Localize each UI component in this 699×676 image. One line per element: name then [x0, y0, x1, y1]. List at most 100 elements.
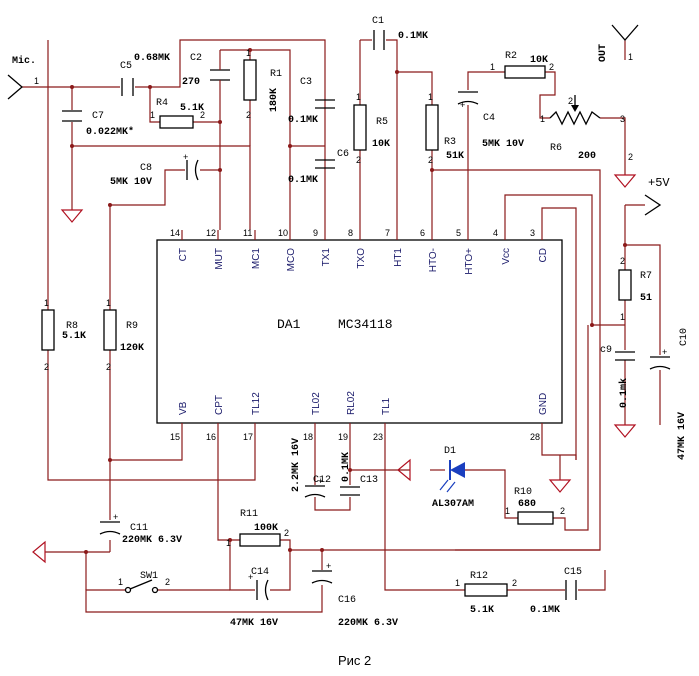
- chip-pin-name: MC1: [251, 248, 262, 270]
- svg-text:47MK 16V: 47MK 16V: [230, 618, 278, 629]
- wires: [22, 39, 661, 613]
- svg-text:2: 2: [356, 155, 361, 165]
- chip-pin-number: 14: [170, 228, 180, 238]
- chip-pin-number: 7: [385, 228, 390, 238]
- r6-body: [549, 110, 601, 126]
- svg-text:1: 1: [490, 62, 495, 72]
- mic-connector: Mic. 1: [7, 55, 39, 100]
- svg-text:51: 51: [640, 293, 652, 304]
- svg-text:+: +: [248, 572, 253, 582]
- svg-text:10K: 10K: [372, 139, 390, 150]
- svg-text:R8: R8: [66, 321, 78, 332]
- svg-text:2: 2: [512, 578, 517, 588]
- svg-text:+: +: [460, 100, 465, 110]
- chip-pin-number: 16: [206, 432, 216, 442]
- svg-text:5.1K: 5.1K: [62, 331, 86, 342]
- chip-pin-name: Vcc: [501, 248, 512, 265]
- svg-text:R7: R7: [640, 271, 652, 282]
- vplus-label: +5V: [648, 176, 670, 190]
- svg-text:+: +: [113, 512, 118, 522]
- svg-text:10K: 10K: [530, 55, 548, 66]
- vplus-connector: +5V: [644, 176, 670, 216]
- svg-text:R3: R3: [444, 137, 456, 148]
- svg-text:5.1K: 5.1K: [470, 605, 494, 616]
- r11-body: [239, 533, 281, 547]
- r5-body: [353, 104, 367, 151]
- chip-model: MC34118: [338, 317, 393, 332]
- svg-text:c9: c9: [600, 345, 612, 356]
- svg-text:5MK 10V: 5MK 10V: [482, 139, 524, 150]
- svg-text:2: 2: [568, 96, 573, 106]
- svg-text:2.2MK 16V: 2.2MK 16V: [291, 438, 302, 492]
- chip-pin-number: 17: [243, 432, 253, 442]
- svg-text:2: 2: [44, 362, 49, 372]
- svg-text:0.1MK: 0.1MK: [398, 31, 428, 42]
- out-connector: OUT 1 2: [598, 24, 639, 162]
- chip-pin-name: CT: [178, 248, 189, 261]
- svg-text:C4: C4: [483, 113, 495, 124]
- out-label: OUT: [598, 44, 609, 62]
- svg-text:0.1MK: 0.1MK: [288, 115, 318, 126]
- chip-pin-number: 8: [348, 228, 353, 238]
- svg-text:R2: R2: [505, 51, 517, 62]
- svg-text:C6: C6: [337, 149, 349, 160]
- svg-text:2: 2: [106, 362, 111, 372]
- chip-pin-name: TL02: [311, 392, 322, 415]
- svg-text:R9: R9: [126, 321, 138, 332]
- figure-caption: Рис 2: [338, 653, 371, 668]
- svg-text:0.1MK: 0.1MK: [341, 452, 352, 482]
- svg-text:+: +: [326, 561, 331, 571]
- svg-text:1: 1: [540, 114, 545, 124]
- chip-ref: DA1: [277, 317, 301, 332]
- svg-text:0.022MK*: 0.022MK*: [86, 126, 134, 138]
- chip-pin-number: 28: [530, 432, 540, 442]
- svg-text:R11: R11: [240, 509, 258, 520]
- svg-text:0.1mk: 0.1mk: [618, 378, 630, 408]
- r12-body: [464, 583, 508, 597]
- svg-text:1: 1: [226, 538, 231, 548]
- chip-pin-number: 23: [373, 432, 383, 442]
- chip-pin-name: GND: [538, 393, 549, 415]
- svg-text:AL307AM: AL307AM: [432, 499, 474, 510]
- chip-pin-number: 6: [420, 228, 425, 238]
- svg-text:0.1MK: 0.1MK: [530, 605, 560, 616]
- r4-body: [159, 115, 194, 129]
- svg-text:C7: C7: [92, 111, 104, 122]
- svg-text:+: +: [318, 476, 323, 486]
- chip-pin-name: MCO: [286, 248, 297, 272]
- svg-text:1: 1: [150, 110, 155, 120]
- chip-pin-number: 5: [456, 228, 461, 238]
- svg-text:3: 3: [620, 114, 625, 124]
- svg-text:C15: C15: [564, 567, 582, 578]
- svg-text:1: 1: [34, 76, 39, 86]
- svg-text:47MK 16V: 47MK 16V: [677, 412, 688, 460]
- chip-pins-top: 14CT12MUT11MC110MCO9TX18TXO7HT16HTO-5HTO…: [170, 228, 549, 275]
- chip-pin-name: TL1: [381, 397, 392, 415]
- svg-text:2: 2: [200, 110, 205, 120]
- svg-text:C12: C12: [313, 475, 331, 486]
- svg-text:R1: R1: [270, 69, 282, 80]
- led-d1: [439, 460, 485, 493]
- svg-text:D1: D1: [444, 446, 456, 457]
- svg-text:1: 1: [428, 92, 433, 102]
- svg-text:R12: R12: [470, 571, 488, 582]
- svg-text:1: 1: [505, 506, 510, 516]
- svg-text:C3: C3: [300, 77, 312, 88]
- chip-da1: DA1 MC34118: [156, 239, 563, 424]
- svg-text:1: 1: [620, 312, 625, 322]
- svg-text:1: 1: [44, 298, 49, 308]
- svg-text:C14: C14: [251, 567, 269, 578]
- svg-text:1: 1: [246, 48, 251, 58]
- chip-pin-name: HTO-: [428, 248, 439, 272]
- svg-text:C10: C10: [679, 328, 690, 346]
- svg-text:680: 680: [518, 499, 536, 510]
- svg-text:1: 1: [118, 577, 123, 587]
- svg-text:R10: R10: [514, 487, 532, 498]
- svg-text:C5: C5: [120, 61, 132, 72]
- chip-pin-name: VB: [178, 401, 189, 415]
- svg-text:R6: R6: [550, 143, 562, 154]
- r3-body: [425, 104, 439, 151]
- svg-text:C16: C16: [338, 595, 356, 606]
- chip-pin-number: 15: [170, 432, 180, 442]
